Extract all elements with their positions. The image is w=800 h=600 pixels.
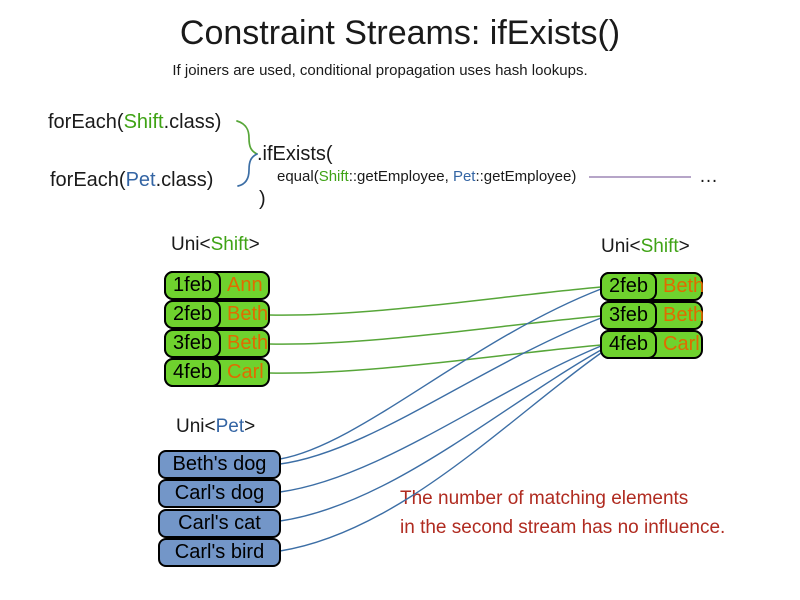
slide-title: Constraint Streams: ifExists() <box>179 14 621 52</box>
code-text: ::getEmployee, <box>348 168 453 185</box>
shift-class-token: Shift <box>318 168 349 185</box>
shift-employee-cell: Ann <box>227 274 263 296</box>
shift-employee-cell: Beth <box>663 304 705 326</box>
shift-date-cell: 3feb <box>164 329 221 358</box>
shift-row-3feb-right: 3feb Beth <box>600 301 705 330</box>
shift-row-2feb: 2feb Beth <box>164 300 270 329</box>
left-shift-table-label: Uni<Shift> <box>171 234 260 256</box>
shift-row-3feb: 3feb Beth <box>164 329 270 358</box>
shift-type-token: Shift <box>640 236 679 257</box>
shift-row-4feb: 4feb Carl <box>164 358 270 387</box>
label-text: > <box>244 416 256 437</box>
pet-class-token: Pet <box>452 168 476 185</box>
shift-employee-cell: Beth <box>227 332 269 354</box>
pet-row-carls-bird: Carl's bird <box>158 538 281 567</box>
pet-row-beths-dog: Beth's dog <box>158 450 281 479</box>
code-text: forEach( <box>50 169 126 191</box>
pet-row-carls-dog: Carl's dog <box>158 479 281 508</box>
shift-row-1feb: 1feb Ann <box>164 271 270 300</box>
code-text: equal( <box>277 168 319 185</box>
code-text: forEach( <box>48 111 124 133</box>
match-line-4feb <box>268 344 602 374</box>
code-text: .class) <box>155 169 214 191</box>
pet-type-token: Pet <box>215 416 245 437</box>
shift-date-cell: 2feb <box>600 272 657 301</box>
match-line-3feb <box>268 315 602 345</box>
shift-employee-cell: Beth <box>663 275 705 297</box>
note-text: The number of matching elements in the s… <box>400 484 725 542</box>
match-line-2feb <box>268 286 602 316</box>
note-line-2: in the second stream has no influence. <box>400 517 726 538</box>
label-text: > <box>248 234 260 255</box>
pet-row-carls-cat: Carl's cat <box>158 509 281 538</box>
code-text: ::getEmployee) <box>475 168 577 185</box>
shift-class-token: Shift <box>123 111 164 133</box>
shift-employee-cell: Beth <box>227 303 269 325</box>
pet-class-token: Pet <box>125 169 156 191</box>
code-joiner: equal(Shift::getEmployee, Pet::getEmploy… <box>277 168 576 185</box>
pet-line-beths-dog-3feb <box>279 317 602 465</box>
shift-date-cell: 4feb <box>164 358 221 387</box>
label-text: Uni< <box>176 416 216 437</box>
shift-date-cell: 3feb <box>600 301 657 330</box>
pet-line-carls-dog-4feb <box>279 345 602 493</box>
shift-employee-cell: Carl <box>227 361 264 383</box>
pet-line-beths-dog-2feb <box>279 288 602 460</box>
shift-date-cell: 2feb <box>164 300 221 329</box>
shift-type-token: Shift <box>210 234 249 255</box>
brace-top-green <box>236 120 258 155</box>
pet-table-label: Uni<Pet> <box>176 416 255 438</box>
shift-date-cell: 4feb <box>600 330 657 359</box>
brace-bottom-blue <box>237 153 258 187</box>
label-text: Uni< <box>601 236 641 257</box>
slide-subtitle: If joiners are used, conditional propaga… <box>172 62 588 79</box>
label-text: Uni< <box>171 234 211 255</box>
shift-date-cell: 1feb <box>164 271 221 300</box>
label-text: > <box>678 236 690 257</box>
code-text: .class) <box>163 111 222 133</box>
code-foreach-pet: forEach(Pet.class) <box>50 169 213 192</box>
right-shift-table-label: Uni<Shift> <box>601 236 690 258</box>
shift-row-2feb-right: 2feb Beth <box>600 272 705 301</box>
note-line-1: The number of matching elements <box>400 488 689 509</box>
code-close-paren: ) <box>259 188 266 210</box>
code-ellipsis: … <box>699 166 718 187</box>
shift-row-4feb-right: 4feb Carl <box>600 330 703 359</box>
code-foreach-shift: forEach(Shift.class) <box>48 111 221 134</box>
code-if-exists: .ifExists( <box>257 143 333 165</box>
shift-employee-cell: Carl <box>663 333 700 355</box>
